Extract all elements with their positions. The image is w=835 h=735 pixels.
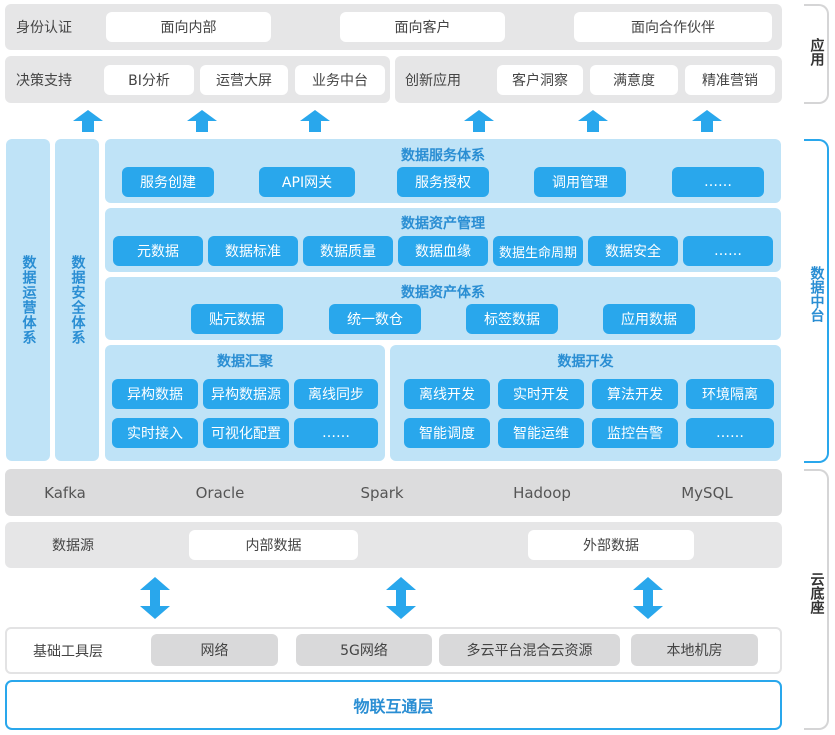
service-item-call-mgmt: 调用管理 <box>534 167 626 197</box>
innovation-item-marketing: 精准营销 <box>685 65 775 95</box>
development-item-scheduling: 智能调度 <box>404 418 490 448</box>
decision-item-dashboard: 运营大屏 <box>200 65 288 95</box>
asset-mgmt-item-standard: 数据标准 <box>208 236 298 266</box>
infra-item-multicloud: 多云平台混合云资源 <box>439 634 620 666</box>
development-item-more: …… <box>686 418 774 448</box>
up-arrow-icon <box>300 110 330 132</box>
application-side-text: 应用 <box>808 38 825 66</box>
data-asset-system-title: 数据资产体系 <box>401 285 485 301</box>
source-item-external: 外部数据 <box>528 530 694 560</box>
aggregation-item-more: …… <box>294 418 378 448</box>
tech-stack-band <box>5 469 782 516</box>
asset-system-item-warehouse: 统一数仓 <box>329 304 421 334</box>
asset-mgmt-item-metadata: 元数据 <box>113 236 203 266</box>
data-security-system: 数据安全体系 <box>55 139 99 461</box>
decision-item-bi: BI分析 <box>104 65 194 95</box>
cloud-base-side-text: 云底座 <box>808 572 825 614</box>
development-item-ops: 智能运维 <box>498 418 584 448</box>
innovation-item-insight: 客户洞察 <box>497 65 583 95</box>
iot-layer: 物联互通层 <box>5 680 782 730</box>
data-middle-side-label: 数据中台 <box>806 266 826 322</box>
up-arrow-icon <box>692 110 722 132</box>
asset-system-item-label-data: 标签数据 <box>466 304 558 334</box>
infra-item-network: 网络 <box>151 634 278 666</box>
service-item-create: 服务创建 <box>122 167 214 197</box>
data-development-title: 数据开发 <box>557 354 614 370</box>
double-arrow-icon <box>386 577 416 619</box>
aggregation-item-hetero-source: 异构数据源 <box>203 379 289 409</box>
data-ops-system-label: 数据运营体系 <box>20 255 37 345</box>
identity-item-internal: 面向内部 <box>106 12 271 42</box>
data-aggregation-title: 数据汇聚 <box>217 354 273 370</box>
development-item-offline: 离线开发 <box>404 379 490 409</box>
double-arrow-icon <box>633 577 663 619</box>
innovation-item-satisfaction: 满意度 <box>590 65 678 95</box>
aggregation-item-realtime: 实时接入 <box>112 418 198 448</box>
infra-item-5g: 5G网络 <box>296 634 432 666</box>
data-service-title: 数据服务体系 <box>401 148 485 164</box>
innovation-label: 创新应用 <box>405 72 461 89</box>
asset-system-item-app-data: 应用数据 <box>603 304 695 334</box>
double-arrow-icon <box>140 577 170 619</box>
data-middle-bracket <box>804 139 829 463</box>
data-ops-system: 数据运营体系 <box>6 139 50 461</box>
cloud-base-side-label: 云底座 <box>806 572 826 614</box>
data-source-label: 数据源 <box>52 538 94 554</box>
iot-layer-label: 物联互通层 <box>353 697 434 716</box>
decision-label: 决策支持 <box>16 72 72 89</box>
development-item-monitor: 监控告警 <box>592 418 678 448</box>
infra-item-local-dc: 本地机房 <box>631 634 758 666</box>
up-arrow-icon <box>578 110 608 132</box>
tech-mysql: MySQL <box>681 483 733 502</box>
development-item-isolation: 环境隔离 <box>686 379 774 409</box>
application-side-label: 应用 <box>806 38 826 66</box>
source-item-internal: 内部数据 <box>189 530 358 560</box>
up-arrow-icon <box>464 110 494 132</box>
data-middle-side-text: 数据中台 <box>808 266 825 322</box>
aggregation-item-offline-sync: 离线同步 <box>294 379 378 409</box>
aggregation-item-hetero: 异构数据 <box>112 379 198 409</box>
identity-item-customer: 面向客户 <box>340 12 505 42</box>
service-item-more: …… <box>672 167 764 197</box>
infra-label: 基础工具层 <box>33 643 103 660</box>
service-item-api-gateway: API网关 <box>259 167 355 197</box>
asset-system-item-tag-meta: 贴元数据 <box>191 304 283 334</box>
development-item-algorithm: 算法开发 <box>592 379 678 409</box>
service-item-auth: 服务授权 <box>397 167 489 197</box>
tech-kafka: Kafka <box>44 483 86 502</box>
asset-mgmt-item-security: 数据安全 <box>588 236 678 266</box>
identity-item-partner: 面向合作伙伴 <box>574 12 772 42</box>
identity-label: 身份认证 <box>16 20 72 36</box>
decision-item-business: 业务中台 <box>295 65 385 95</box>
data-asset-mgmt-title: 数据资产管理 <box>401 216 485 232</box>
asset-mgmt-item-more: …… <box>683 236 773 266</box>
asset-mgmt-item-lineage: 数据血缘 <box>398 236 488 266</box>
aggregation-item-visual-config: 可视化配置 <box>203 418 289 448</box>
tech-hadoop: Hadoop <box>513 483 571 502</box>
development-item-realtime: 实时开发 <box>498 379 584 409</box>
tech-oracle: Oracle <box>195 483 245 502</box>
application-bracket <box>804 4 829 104</box>
tech-spark: Spark <box>360 483 404 502</box>
up-arrow-icon <box>187 110 217 132</box>
data-security-system-label: 数据安全体系 <box>69 255 86 345</box>
asset-mgmt-item-lifecycle: 数据生命周期 <box>493 236 583 266</box>
up-arrow-icon <box>73 110 103 132</box>
asset-mgmt-item-quality: 数据质量 <box>303 236 393 266</box>
cloud-base-bracket <box>804 469 829 730</box>
